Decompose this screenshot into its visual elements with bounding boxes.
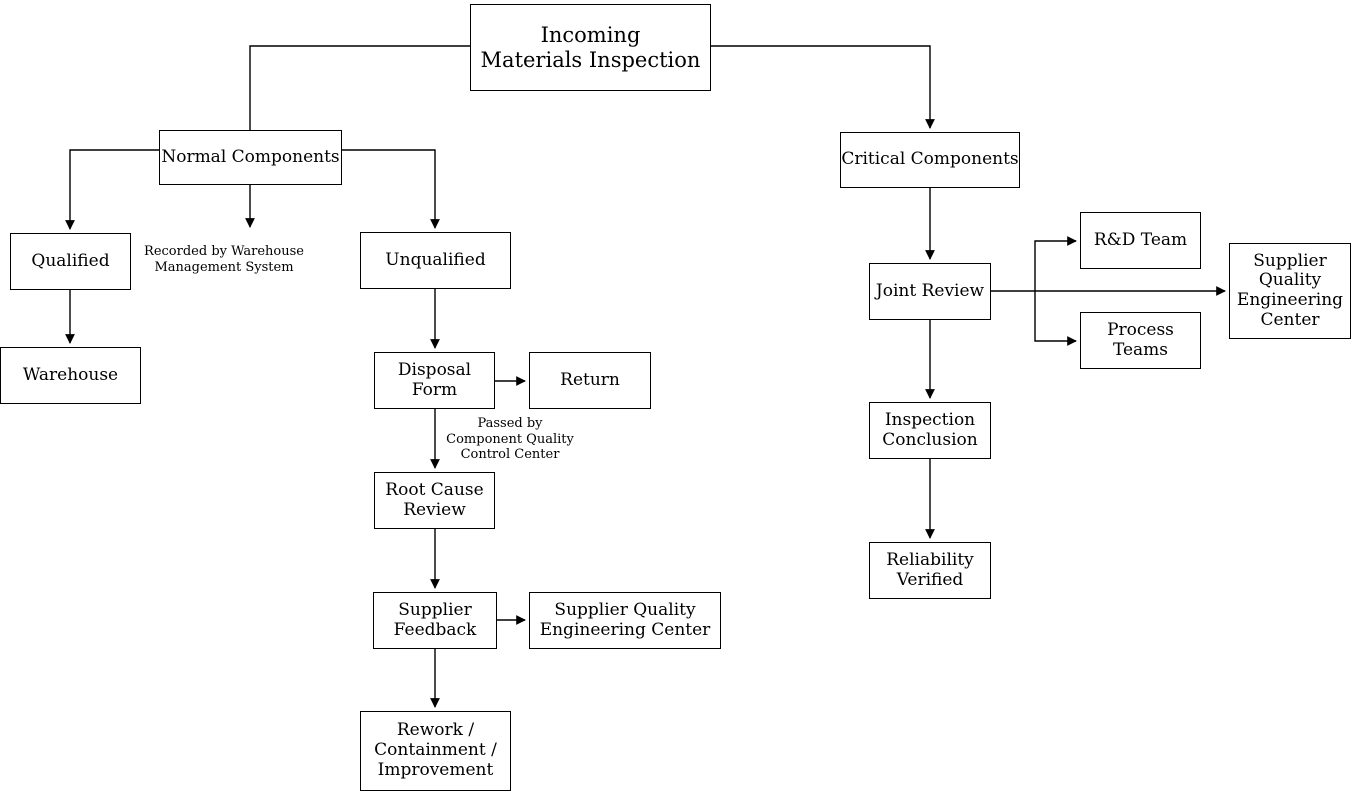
edge-label-passed-by-component-quality-control-center: Passed by Component Quality Control Cent… <box>446 416 574 463</box>
edge-normal-qualified <box>65 149 159 230</box>
node-supplier-quality-engineering-center-left[interactable]: Supplier Quality Engineering Center <box>529 592 721 649</box>
edge-joint-rnd <box>1034 236 1077 291</box>
node-inspection-conclusion[interactable]: Inspection Conclusion <box>869 402 991 459</box>
node-joint-review[interactable]: Joint Review <box>869 263 991 320</box>
node-incoming-materials-inspection[interactable]: Incoming Materials Inspection <box>470 4 711 91</box>
node-unqualified[interactable]: Unqualified <box>360 232 511 289</box>
node-normal-components[interactable]: Normal Components <box>159 130 342 185</box>
node-rework-containment-improvement[interactable]: Rework / Containment / Improvement <box>360 711 511 791</box>
node-process-teams[interactable]: Process Teams <box>1080 312 1201 369</box>
node-disposal-form[interactable]: Disposal Form <box>374 352 495 409</box>
edge-label-recorded-by-warehouse-management-system: Recorded by Warehouse Management System <box>144 244 304 275</box>
node-qualified[interactable]: Qualified <box>10 233 131 290</box>
node-supplier-feedback[interactable]: Supplier Feedback <box>373 592 497 649</box>
edge-joint-process <box>1034 291 1077 346</box>
edge-incoming-critical <box>711 45 935 129</box>
node-return[interactable]: Return <box>529 352 651 409</box>
node-supplier-quality-engineering-center-right[interactable]: Supplier Quality Engineering Center <box>1229 243 1351 339</box>
node-warehouse[interactable]: Warehouse <box>0 347 141 404</box>
node-rnd-team[interactable]: R&D Team <box>1080 212 1201 269</box>
edge-normal-unqualified <box>342 149 440 229</box>
node-root-cause-review[interactable]: Root Cause Review <box>374 472 495 529</box>
node-reliability-verified[interactable]: Reliability Verified <box>869 542 991 599</box>
node-critical-components[interactable]: Critical Components <box>840 132 1020 188</box>
